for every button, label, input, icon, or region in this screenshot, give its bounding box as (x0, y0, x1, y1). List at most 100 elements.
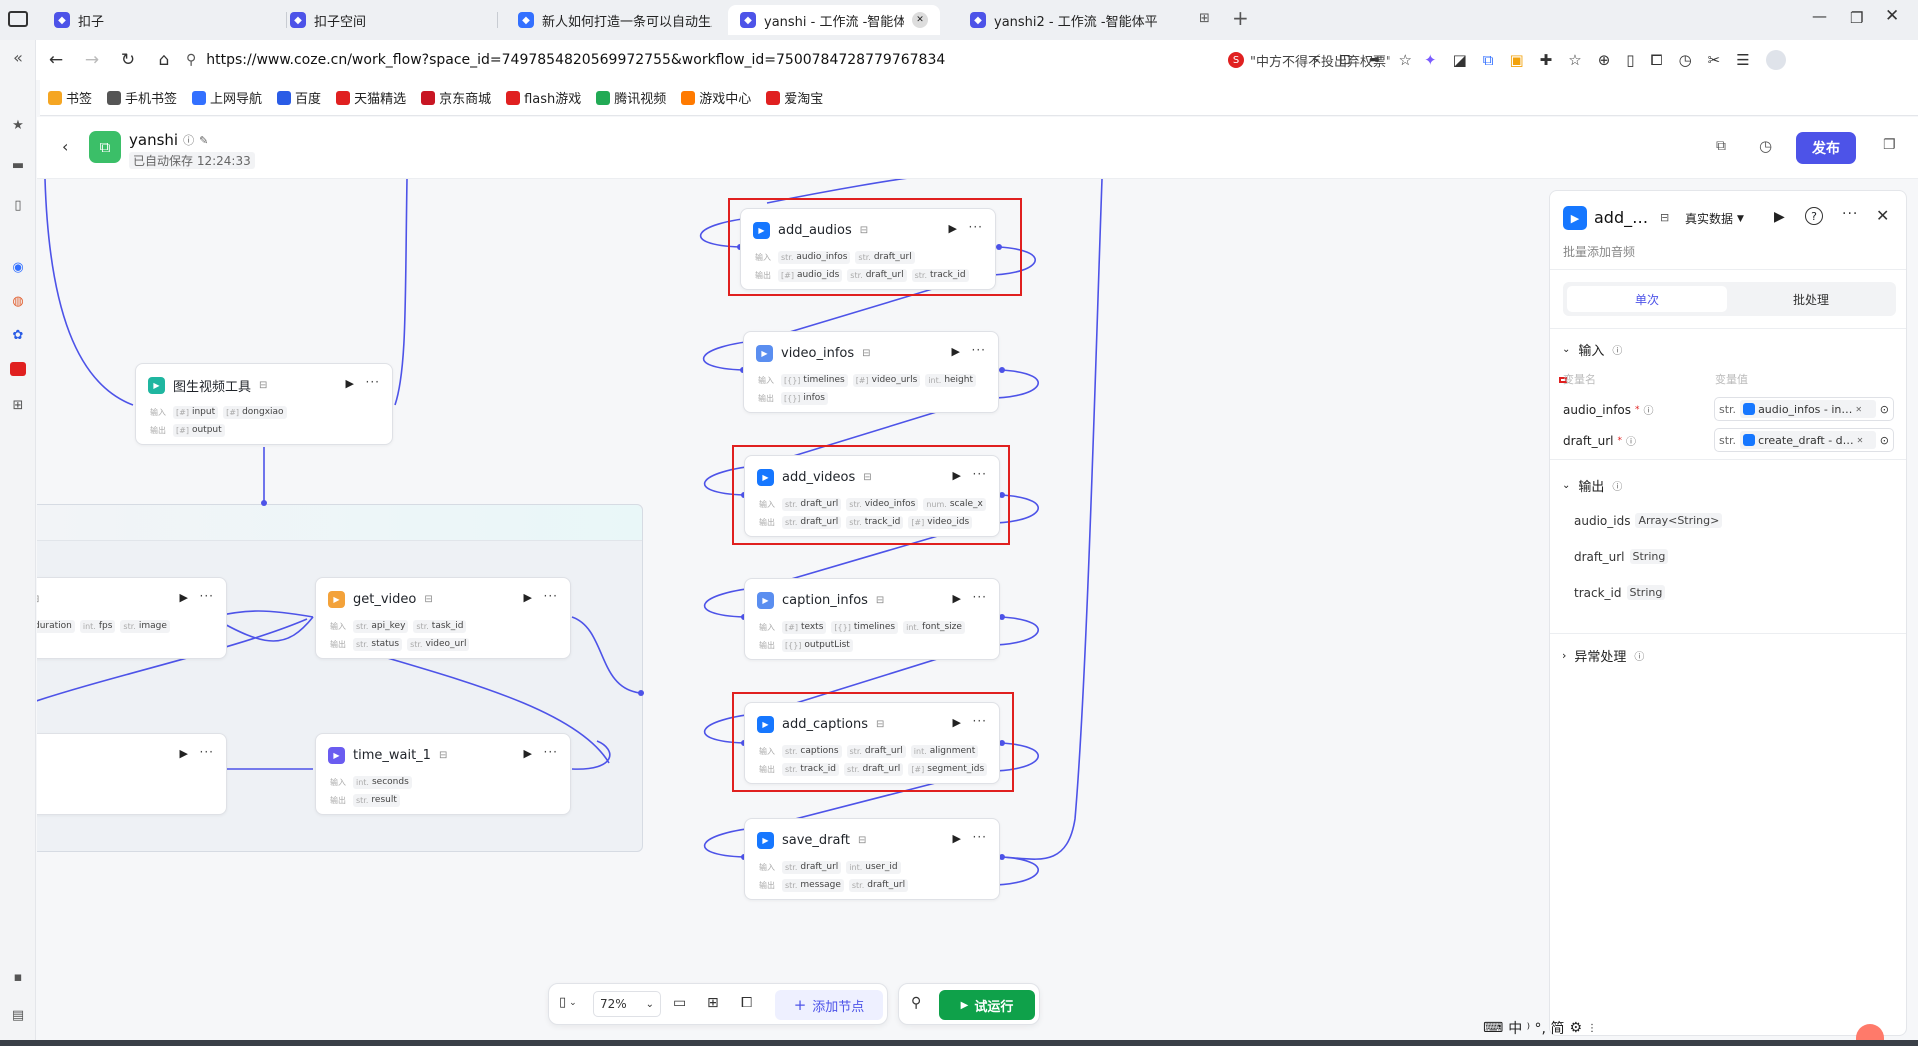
url-text[interactable]: https://www.coze.cn/work_flow?space_id=7… (206, 52, 946, 68)
info-icon[interactable]: ⓘ (1626, 437, 1636, 448)
edge-loop-2[interactable] (211, 616, 314, 642)
edge-chain-out[interactable] (981, 369, 1039, 399)
run-node-icon[interactable]: ▶ (952, 592, 961, 605)
info-icon[interactable]: ⓘ (1634, 652, 1645, 663)
restore-icon[interactable]: ❐ (1850, 9, 1864, 27)
tools-sidebar-icon[interactable]: ▤ (11, 1007, 25, 1023)
more-icon[interactable]: ··· (543, 745, 558, 759)
zoom-select[interactable]: 72% ⌄ (593, 991, 661, 1017)
run-node-icon[interactable]: ▶ (952, 832, 961, 845)
more-icon[interactable]: ··· (972, 590, 987, 604)
back-icon[interactable]: ← (48, 50, 64, 70)
param-value-field[interactable]: str.create_draft - d…✕⊙ (1714, 428, 1894, 452)
edge-port[interactable] (999, 492, 1005, 498)
debug-icon[interactable]: ⚲ (911, 995, 922, 1011)
more-icon[interactable]: ··· (199, 589, 214, 603)
menu-icon[interactable]: ☰ (1736, 51, 1750, 69)
help-icon[interactable]: ? (1805, 207, 1823, 225)
edge-port[interactable] (996, 244, 1002, 250)
edge-chain-in[interactable] (699, 216, 761, 248)
run-node-icon[interactable]: ▶ (952, 469, 961, 482)
output-section-header[interactable]: ⌄ 输出 ⓘ (1562, 476, 1622, 495)
more-icon[interactable]: ··· (1842, 206, 1859, 222)
error-section-header[interactable]: › 异常处理 ⓘ (1562, 646, 1644, 665)
share-icon[interactable]: ➦ (1368, 52, 1381, 68)
add-sidebar-icon[interactable]: ⊞ (12, 397, 24, 413)
info-icon[interactable]: ⓘ (1612, 482, 1623, 493)
star-icon[interactable]: ☆ (1398, 51, 1412, 69)
phone-sidebar-icon[interactable]: ▯ (14, 197, 22, 213)
edge-chain-in[interactable] (703, 826, 765, 858)
bookmark-item[interactable]: 上网导航 (192, 88, 262, 107)
avatar-icon[interactable] (1765, 50, 1786, 70)
edge-status[interactable] (356, 648, 610, 764)
workflow-name[interactable]: yanshi (129, 131, 179, 149)
history-icon[interactable]: ◷ (1678, 51, 1692, 69)
run-icon[interactable]: ▶ (1774, 209, 1785, 225)
test-run-button[interactable]: ▶试运行 (939, 990, 1035, 1020)
add-node-button[interactable]: +添加节点 (775, 990, 883, 1020)
publish-button[interactable]: 发布 (1796, 132, 1856, 164)
window-menu-icon[interactable] (8, 11, 28, 27)
edge-chain-in[interactable] (703, 712, 765, 744)
more-icon[interactable]: ··· (968, 220, 983, 234)
close-window-icon[interactable]: ✕ (1885, 6, 1900, 26)
param-value-field[interactable]: str.audio_infos - in…✕⊙ (1714, 397, 1894, 421)
edge-port[interactable] (999, 367, 1005, 373)
translate-icon[interactable]: ⊡ (1339, 52, 1351, 68)
more-icon[interactable]: ⋮ (1587, 1022, 1598, 1034)
game-sidebar-icon[interactable]: ▪ (13, 969, 23, 985)
more-icon[interactable]: ··· (971, 343, 986, 357)
reload-icon[interactable]: ↻ (120, 50, 136, 70)
tab-4[interactable]: ◆yanshi2 - 工作流 -智能体平台 (958, 5, 1170, 35)
favorites-sidebar-icon[interactable]: ★ (12, 117, 24, 133)
edge-chain-in[interactable] (703, 586, 765, 618)
edge-wait-out[interactable] (571, 740, 611, 770)
gear-icon[interactable]: ⚙ (1569, 1020, 1583, 1036)
forward-icon[interactable]: → (84, 50, 100, 70)
ai-extension-icon[interactable]: ✦ (1424, 51, 1437, 69)
edge-cross[interactable] (37, 618, 308, 704)
copy-icon[interactable]: ⧉ (1716, 138, 1726, 154)
minimize-icon[interactable]: — (1812, 7, 1827, 25)
edge-chain-out[interactable] (981, 616, 1039, 646)
edge-chain-out[interactable] (978, 246, 1036, 276)
edge-chain-out[interactable] (981, 494, 1039, 524)
doc-icon[interactable]: ⊟ (1660, 211, 1670, 224)
run-node-icon[interactable]: ▶ (523, 591, 532, 604)
home-icon[interactable]: ⌂ (158, 50, 170, 70)
bookmark-item[interactable]: flash游戏 (506, 88, 581, 107)
edge-in-tool[interactable] (44, 179, 134, 406)
edge-port[interactable] (999, 614, 1005, 620)
phone-icon[interactable]: ▯ (1626, 51, 1635, 69)
keyboard-icon[interactable]: ⌨ (1483, 1020, 1504, 1036)
address-bar[interactable]: ⚲ https://www.coze.cn/work_flow?space_id… (186, 46, 1412, 74)
tab-1[interactable]: ◆扣子空间 (278, 5, 493, 35)
more-icon[interactable]: ··· (365, 375, 380, 389)
close-tab-icon[interactable]: ✕ (912, 12, 928, 28)
baidu-sidebar-icon[interactable]: ✿ (12, 327, 24, 343)
more-icon[interactable]: ··· (543, 589, 558, 603)
bookmark-item[interactable]: 游戏中心 (681, 88, 751, 107)
info-icon[interactable]: ⓘ (183, 134, 195, 147)
variable-icon[interactable]: ⊙ (1879, 402, 1889, 416)
search-suggestion[interactable]: S "中方不得不投出弃权票" (1228, 48, 1398, 72)
bookmark-item[interactable]: 天猫精选 (336, 88, 406, 107)
tab-0[interactable]: ◆扣子 (42, 5, 282, 35)
favorites-icon[interactable]: ☆ (1568, 51, 1582, 69)
comment-icon[interactable]: ▭ (673, 995, 687, 1011)
run-node-icon[interactable]: ▶ (179, 747, 188, 760)
folder-sidebar-icon[interactable]: ▬ (11, 157, 25, 173)
download-icon[interactable]: ⊕ (1597, 51, 1611, 69)
more-icon[interactable]: ··· (199, 745, 214, 759)
minimap-icon[interactable]: ⧠ (741, 995, 753, 1011)
edge-chain-in[interactable] (702, 339, 764, 371)
info-icon[interactable]: ⓘ (1643, 406, 1654, 417)
pointer-mode-select[interactable]: ▯⌄ (559, 995, 577, 1010)
